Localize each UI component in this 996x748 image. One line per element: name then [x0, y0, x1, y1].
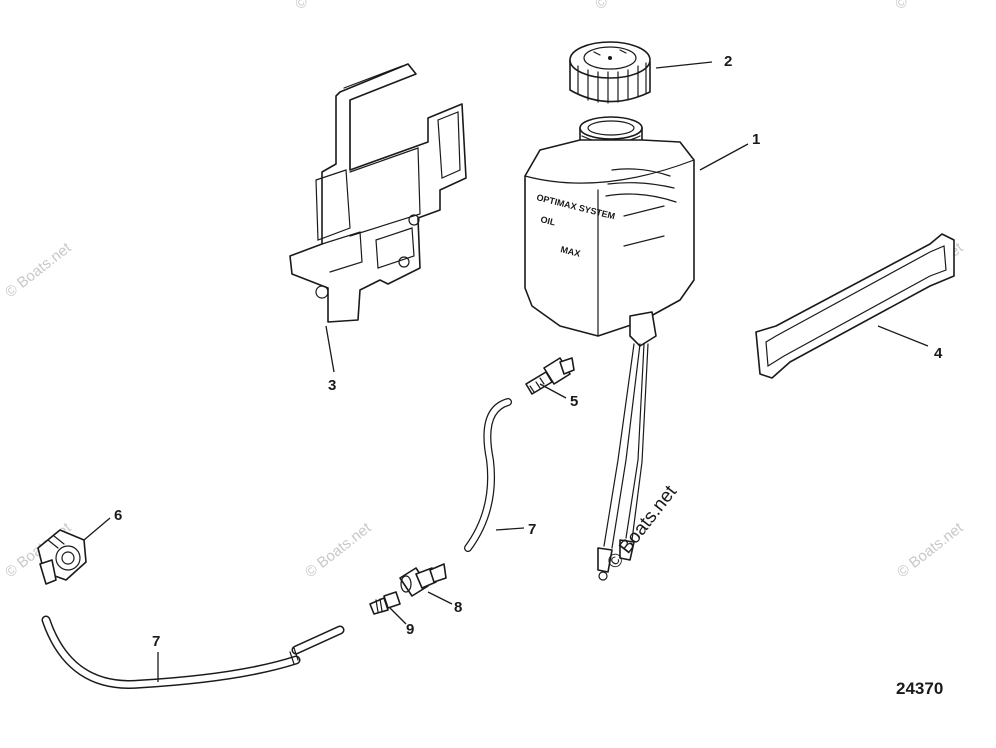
callout-8: 8	[454, 599, 462, 616]
oil-reservoir-tank: OPTIMAX SYSTEM OIL MAX	[524, 116, 695, 581]
leader-3	[325, 325, 335, 373]
callout-5: 5	[570, 393, 578, 410]
retaining-strap	[755, 233, 955, 379]
figure-number: 24370	[896, 679, 943, 698]
tank-label-line3: MAX	[560, 244, 582, 259]
callout-9: 9	[406, 621, 414, 638]
callout-2: 2	[724, 53, 732, 70]
hose-fitting-5	[525, 357, 575, 395]
hose-clamp	[37, 529, 87, 585]
callouts: 1 2 3 4 5 6 7 7 8 9	[114, 53, 943, 650]
leader-8	[427, 591, 453, 605]
leader-lines	[83, 61, 929, 682]
reservoir-cap	[569, 41, 651, 104]
leader-4	[877, 325, 929, 347]
callout-4: 4	[934, 345, 943, 362]
hose-upper	[464, 398, 512, 552]
watermark: © Boats.net	[2, 239, 75, 301]
callout-7-lower: 7	[152, 633, 160, 650]
callout-1: 1	[752, 131, 760, 148]
tank-label-line2: OIL	[540, 214, 557, 227]
leader-5	[539, 383, 567, 399]
watermark: © Boats.net	[592, 0, 665, 13]
callout-7-upper: 7	[528, 521, 536, 538]
watermark: © Boats.net	[892, 0, 965, 13]
watermark: © Boats.net	[292, 0, 365, 13]
leader-1	[699, 143, 749, 171]
leader-9	[389, 607, 407, 625]
callout-6: 6	[114, 507, 122, 524]
hose-fitting-8	[399, 563, 447, 597]
callout-3: 3	[328, 377, 336, 394]
leader-7a	[495, 527, 525, 531]
mounting-bracket	[289, 63, 467, 323]
hose-fitting-9	[369, 591, 401, 615]
hose-lower	[41, 615, 345, 689]
watermarks: © Boats.net © Boats.net © Boats.net © Bo…	[2, 0, 967, 581]
leader-6	[83, 517, 111, 541]
watermark: © Boats.net	[894, 519, 967, 581]
watermark: © Boats.net	[302, 519, 375, 581]
leader-2	[655, 61, 713, 69]
